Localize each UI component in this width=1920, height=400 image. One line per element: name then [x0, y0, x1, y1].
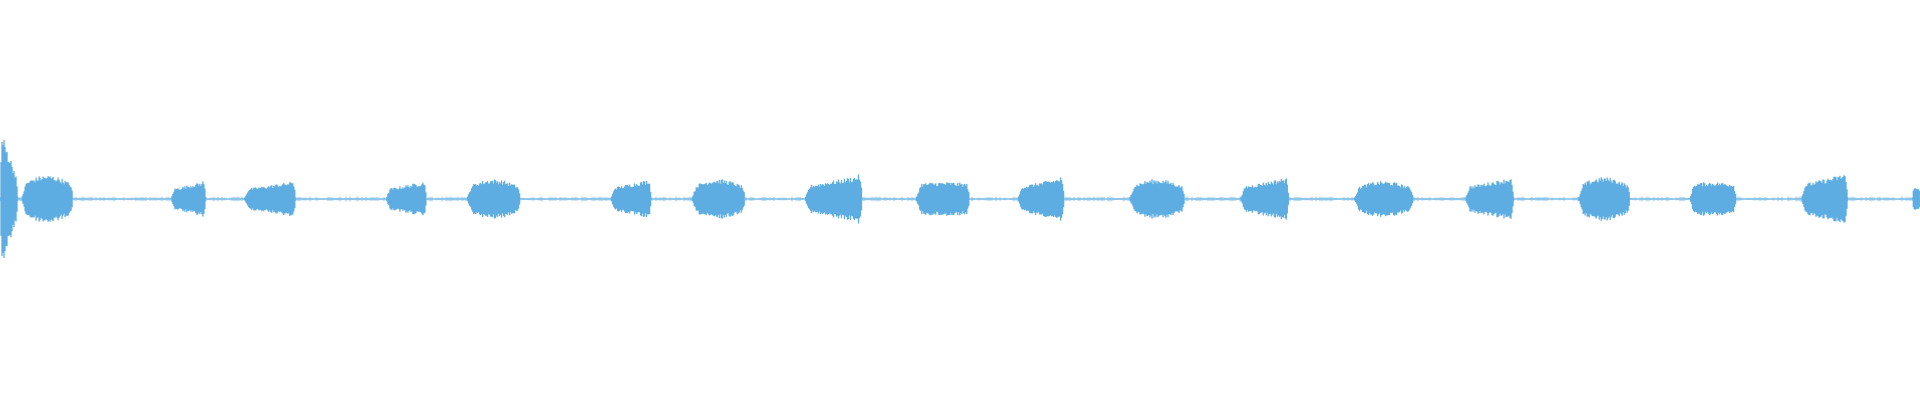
- waveform-segments: [0, 140, 1920, 258]
- waveform-burst-9: [804, 174, 863, 224]
- waveform-burst-2: [21, 176, 73, 222]
- waveform-burst-1: [0, 140, 18, 258]
- waveform-burst-15: [1465, 179, 1514, 219]
- waveform-burst-7: [610, 181, 652, 217]
- waveform-burst-4: [244, 182, 296, 216]
- waveform-burst-19: [1912, 188, 1920, 210]
- waveform-burst-11: [1017, 177, 1065, 221]
- waveform-burst-12: [1129, 179, 1185, 219]
- waveform-burst-5: [386, 182, 427, 216]
- waveform-burst-3: [171, 181, 206, 217]
- waveform-burst-13: [1240, 178, 1289, 220]
- waveform-burst-16: [1578, 177, 1630, 221]
- waveform-burst-17: [1689, 182, 1737, 216]
- waveform-burst-14: [1353, 181, 1414, 217]
- waveform-burst-6: [466, 179, 521, 219]
- waveform-burst-10: [916, 182, 970, 216]
- waveform-burst-8: [691, 179, 745, 219]
- waveform-burst-18: [1801, 175, 1848, 223]
